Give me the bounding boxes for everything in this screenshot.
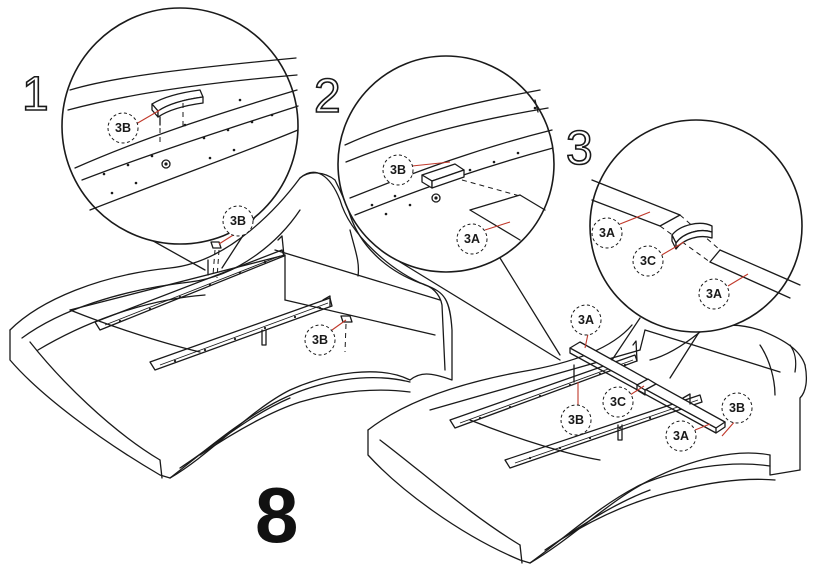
panel-number-2: 2 <box>314 70 341 123</box>
panel-number-3: 3 <box>566 122 593 175</box>
callout-3b-zoom2: 3B <box>382 154 414 186</box>
bed-frame-right <box>367 324 807 564</box>
zoom-circle-2 <box>337 55 561 361</box>
callout-label: 3C <box>640 254 656 268</box>
callout-3b-bed1-top: 3B <box>222 205 254 237</box>
callout-label: 3A <box>599 226 615 240</box>
callout-label: 3A <box>578 313 594 327</box>
callout-label: 3C <box>610 395 626 409</box>
callout-3b-bed2-left: 3B <box>560 404 592 436</box>
callout-3c-bed2: 3C <box>602 386 634 418</box>
callout-label: 3B <box>729 401 745 415</box>
callout-3b-bed1-bottom: 3B <box>304 324 336 356</box>
callout-label: 3B <box>230 214 246 228</box>
callout-label: 3A <box>706 287 722 301</box>
callout-label: 3A <box>464 232 480 246</box>
callout-label: 3B <box>390 163 406 177</box>
callout-label: 3B <box>115 121 131 135</box>
callout-3a-bed2-top: 3A <box>570 304 602 336</box>
callout-3a-zoom3-right: 3A <box>698 278 730 310</box>
step-number: 8 <box>255 471 298 559</box>
zoom-circle-1 <box>61 7 299 271</box>
callout-3b-bed2-right: 3B <box>721 392 753 424</box>
zoom-circle-3 <box>589 119 803 379</box>
callout-3c-zoom3: 3C <box>632 245 664 277</box>
bed-frame-left <box>9 171 453 479</box>
callout-3b-zoom1: 3B <box>107 112 139 144</box>
callout-label: 3A <box>673 429 689 443</box>
callout-label: 3B <box>568 413 584 427</box>
callout-3a-zoom3-left: 3A <box>591 217 623 249</box>
callout-3a-bed2-right: 3A <box>665 420 697 452</box>
callout-3a-zoom2: 3A <box>456 223 488 255</box>
panel-number-1: 1 <box>22 68 49 121</box>
callout-label: 3B <box>312 333 328 347</box>
